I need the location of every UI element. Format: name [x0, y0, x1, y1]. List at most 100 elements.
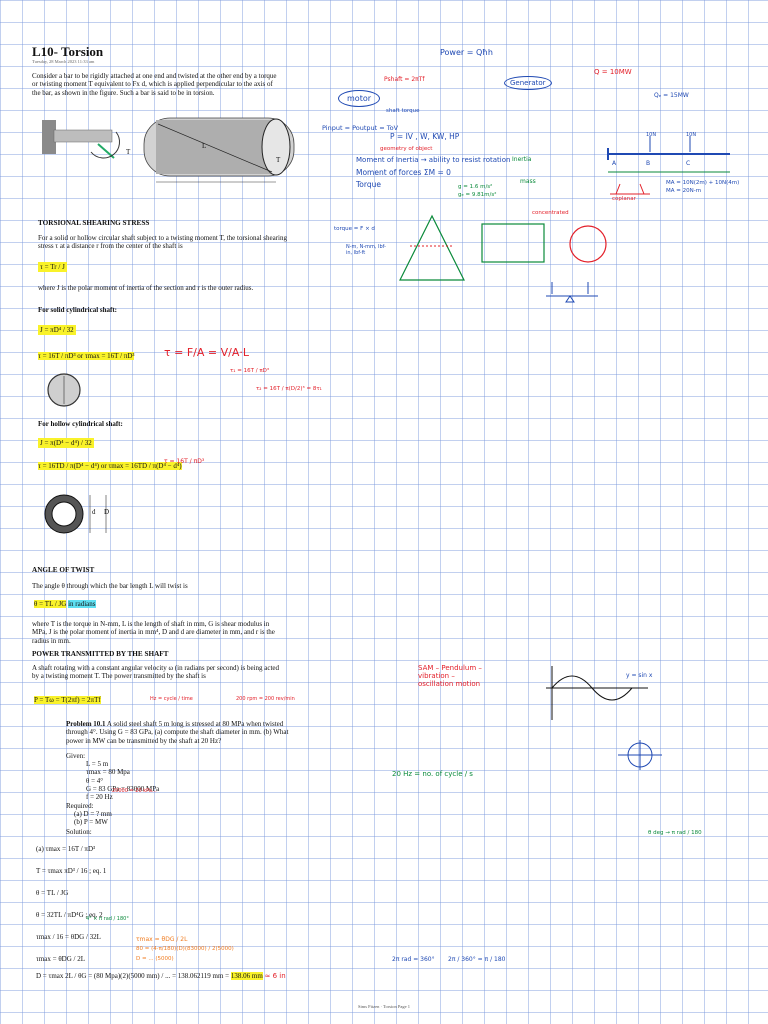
- shear-paragraph: For a solid or hollow circular shaft sub…: [38, 234, 287, 251]
- note-mass: mass: [520, 178, 536, 185]
- solution-step: θ = TL / JG: [36, 889, 69, 897]
- note-tmax-orange2: 80 = (4·π/180)(D)(83000) / 2(5000): [136, 946, 234, 952]
- note-ma: MA = 10N(2m) + 10N(4m): [666, 180, 740, 186]
- note-frac: 2π / 360° = π / 180: [448, 956, 506, 963]
- note-power-top: Power = Qħh: [440, 48, 493, 57]
- power-paragraph: A shaft rotating with a constant angular…: [32, 664, 280, 681]
- beam-load-2: 10N: [686, 132, 697, 138]
- solution-result: D = τmax 2L / θG = (80 Mpa)(2)(5000 mm) …: [36, 972, 286, 980]
- hollow-section-figure: [44, 494, 107, 534]
- intro-paragraph: Consider a bar to be rigidly attached at…: [32, 72, 277, 97]
- note-pinput: Pinput = Poutput = ToV: [322, 124, 399, 132]
- section-heading-twist: ANGLE OF TWIST: [32, 566, 95, 574]
- hollow-J-formula: J = π(D⁴ − d⁴) / 32: [38, 438, 94, 448]
- solid-J-formula: J = πD⁴ / 32: [38, 325, 76, 335]
- fig-torque-label-left: T: [126, 148, 131, 156]
- note-pshaft: Pshaft = 2πTf: [384, 76, 425, 83]
- given-item: f = 20 Hz: [86, 793, 113, 802]
- given-item: L = 5 m: [86, 760, 109, 768]
- note-gravity2: gₑ = 9.81m/s²: [458, 192, 497, 198]
- hollow-tau-formula: τ = 16TD / π(D⁴ − d⁴) or τmax = 16TD / π…: [38, 462, 182, 470]
- twist-paragraph: The angle θ through which the bar length…: [32, 582, 188, 590]
- torsion-bar-figure: T T L: [36, 112, 295, 190]
- unit-circle-sketch: [618, 740, 662, 770]
- note-sam: SAM – Pendulum – vibration – oscillation…: [418, 664, 482, 688]
- note-tau1: τ₁ = 16T / πD³: [230, 368, 270, 374]
- note-p-iv: P = IV , W, KW, HP: [390, 132, 460, 141]
- note-hz: 20 Hz = no. of cycle / s: [392, 770, 473, 778]
- section-heading-shear: TORSIONAL SHEARING STRESS: [38, 219, 150, 227]
- beam-load-1: 10N: [646, 132, 657, 138]
- shape-sketches: [399, 214, 607, 281]
- note-hollow-red: τ = 16T / πD³: [164, 458, 205, 465]
- note-tau2: τ₂ = 16T / π(D/2)³ = 8τ₁: [256, 386, 322, 392]
- note-eff: Qₑ = 15MW: [654, 92, 689, 99]
- note-gravity: g = 1.6 m/s²: [458, 184, 493, 190]
- sine-wave-sketch: [546, 666, 648, 720]
- beam-point-c: C: [686, 160, 691, 167]
- required-label: Required:: [66, 802, 94, 810]
- solid-tau-formula: τ = 16T / πD³ or τmax = 16T / πD³: [38, 352, 135, 360]
- note-concentrated: concentrated: [532, 210, 569, 216]
- shear-formula: τ = Tr / J: [38, 262, 67, 272]
- solution-step: τmax / 16 = θDG / 32L: [36, 933, 101, 941]
- note-deg: 4° × π rad / 180°: [86, 916, 129, 922]
- twist-where-text: where T is the torque in N-mm, L is the …: [32, 620, 275, 645]
- solution-step: θ = 32TL / πD⁴G ; eq. 2: [36, 911, 103, 919]
- given-item: G = 83 GPa = 83000 MPa: [86, 784, 160, 793]
- solid-heading: For solid cylindrical shaft:: [38, 306, 118, 314]
- solution-steps: (a) τmax = 16T / πD³ T = τmax πD³ / 16 ;…: [36, 838, 106, 970]
- beam-point-b: B: [646, 160, 651, 167]
- note-coplanar: coplanar: [612, 196, 636, 202]
- note-geometry: geometry of object: [380, 146, 433, 152]
- section-heading-power: POWER TRANSMITTED BY THE SHAFT: [32, 650, 169, 658]
- fig-inner-d: d: [92, 508, 96, 516]
- timestamp: Tuesday, 28 March 2023 11:33 am: [32, 59, 95, 64]
- hollow-heading: For hollow cylindrical shaft:: [38, 420, 123, 428]
- note-mpa: 20000 = 20 kPa...: [112, 788, 157, 794]
- note-rad: 2π rad = 360°: [392, 956, 435, 963]
- torsion-bar-illustration: [42, 117, 295, 183]
- required-item: (a) D = ? mm: [74, 810, 112, 818]
- solution-label: Solution:: [66, 828, 92, 836]
- page-footer: Sims Fitzen · Torsion Page 1: [358, 1004, 410, 1009]
- power-formula: P = Tω = T(2πf) = 2πTf: [34, 696, 101, 704]
- fig-outer-D: D: [104, 508, 110, 516]
- given-label: Given:: [66, 752, 86, 760]
- note-inertia: Inertia: [512, 156, 532, 163]
- note-mof: Moment of forces ΣM = 0: [356, 168, 451, 177]
- fig-torque-label-right: T: [276, 156, 281, 164]
- note-ysinx: y = sin x: [626, 672, 653, 679]
- note-q: Q = 10MW: [594, 68, 632, 76]
- beam-point-a: A: [612, 160, 617, 167]
- note-angles: θ deg → π rad / 180: [648, 830, 702, 836]
- solution-step: τmax = θDG / 2L: [36, 955, 85, 963]
- note-shaft-torque: shaft torque: [386, 108, 420, 114]
- twist-formula: θ = TL / JG in radians: [34, 600, 96, 608]
- solution-step: (a) τmax = 16T / πD³: [36, 845, 96, 853]
- shear-where-text: where J is the polar moment of inertia o…: [38, 284, 254, 292]
- given-item: τmax = 80 Mpa: [86, 768, 130, 777]
- note-rpm: 200 rpm = 200 rev/min: [236, 696, 295, 702]
- note-torque: Torque: [356, 180, 381, 189]
- fig-length-label: L: [202, 142, 207, 150]
- note-ma2: MA = 20N-m: [666, 188, 702, 194]
- solid-section-figure: [47, 373, 81, 407]
- support-sketch: [546, 282, 598, 303]
- note-motor: motor: [338, 90, 381, 107]
- note-moi: Moment of Inertia → ability to resist ro…: [356, 156, 511, 164]
- solution-step: T = τmax πD³ / 16 ; eq. 1: [36, 867, 107, 875]
- page-title: L10- Torsion: [32, 44, 104, 59]
- note-units: N-m, N-mm, lbf-in, lbf-ft: [346, 244, 386, 256]
- given-item: θ = 4°: [86, 776, 104, 785]
- note-tmax-orange: τmax = θDG / 2L: [136, 936, 188, 943]
- note-tmax-orange3: D = ... (5000): [136, 956, 174, 962]
- note-hz-red: Hz = cycle / time: [150, 696, 193, 702]
- given-list: L = 5 m τmax = 80 Mpa θ = 4° G = 83 GPa …: [86, 760, 159, 801]
- required-list: (a) D = ? mm (b) P = MW: [74, 810, 112, 827]
- beam-sketch: [607, 136, 730, 195]
- problem-statement: Problem 10.1 A solid steel shaft 5 m lon…: [66, 720, 289, 745]
- note-tau-red: τ = F/A = V/A·L: [164, 346, 249, 359]
- required-item: (b) P = MW: [74, 818, 108, 827]
- note-generator: Generator: [504, 76, 552, 90]
